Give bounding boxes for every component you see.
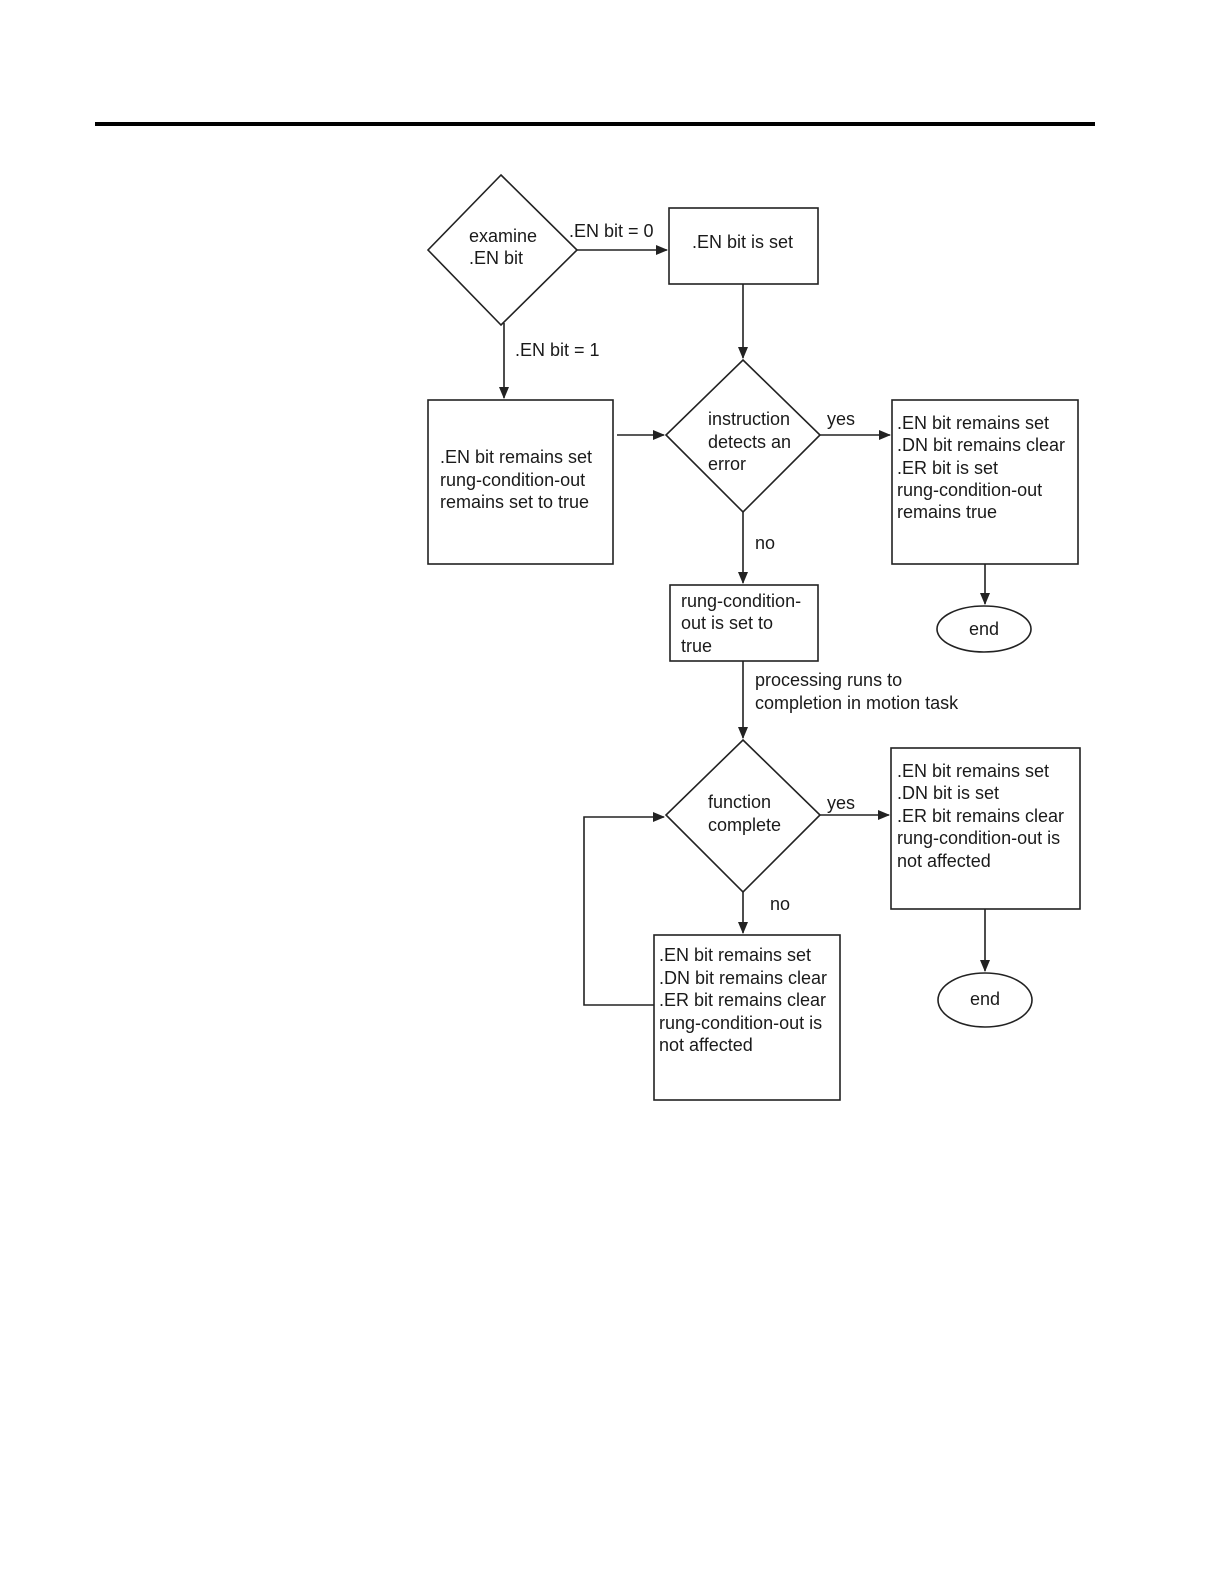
edge-label-no-error: no: [755, 533, 775, 553]
node-text-error-result: .EN bit remains set .DN bit remains clea…: [897, 413, 1070, 522]
box-en-set: [668, 207, 819, 285]
box-error-result: [891, 399, 1079, 565]
node-text-complete-result: .EN bit remains set .DN bit is set .ER b…: [897, 761, 1069, 871]
header-rule: [95, 122, 1095, 126]
edge-label-no-complete: no: [770, 894, 790, 914]
node-text-function-complete: function complete: [708, 792, 781, 835]
edge-label-processing: processing runs to completion in motion …: [755, 670, 959, 713]
node-text-detects-error: instruction detects an error: [708, 409, 796, 474]
terminal-end-2: [937, 972, 1033, 1028]
node-text-en-set: .EN bit is set: [692, 232, 793, 252]
edge-label-en1: .EN bit = 1: [515, 340, 600, 360]
node-text-incomplete-result: .EN bit remains set .DN bit remains clea…: [659, 945, 832, 1055]
terminal-end-1: [936, 605, 1032, 653]
node-text-rung-true: rung-condition- out is set to true: [681, 591, 806, 656]
edge-label-yes-complete: yes: [827, 793, 855, 813]
edge-label-en0: .EN bit = 0: [569, 221, 654, 241]
arrow-loop-back: [583, 812, 665, 1006]
box-complete-result: [890, 747, 1081, 910]
node-text-en-remains: .EN bit remains set rung-condition-out r…: [440, 447, 597, 512]
box-incomplete-result: [653, 934, 841, 1101]
node-text-end-2: end: [970, 989, 1000, 1009]
box-rung-true: [669, 584, 819, 662]
edge-label-yes-error: yes: [827, 409, 855, 429]
node-text-end-1: end: [969, 619, 999, 639]
box-en-remains: [427, 399, 614, 565]
decision-examine-en: [426, 173, 579, 327]
node-text-examine-en: examine .EN bit: [469, 226, 542, 268]
